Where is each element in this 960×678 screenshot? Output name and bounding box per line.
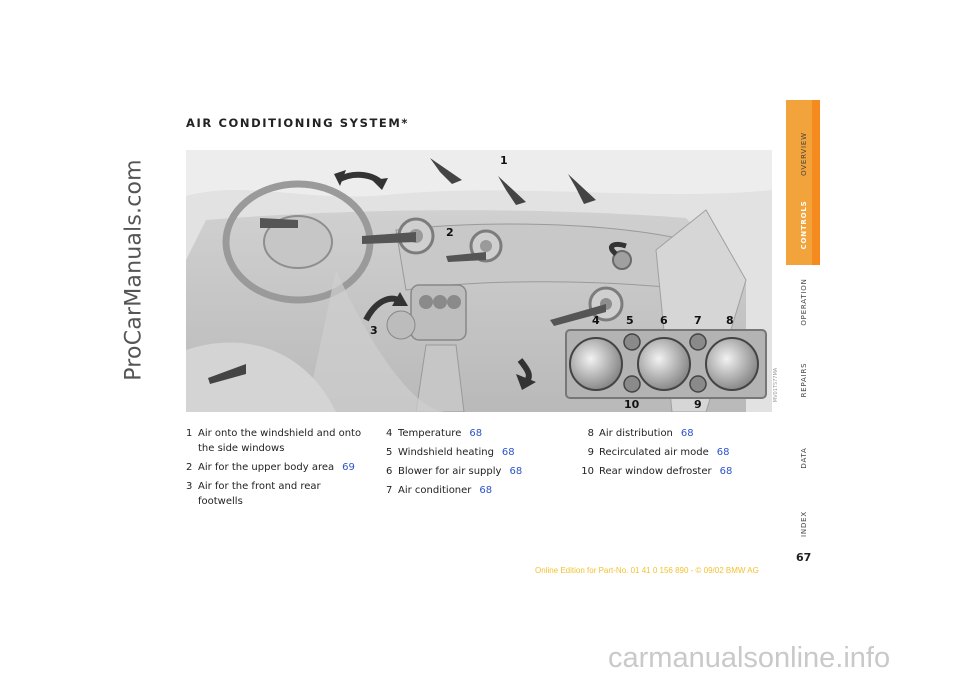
legend-text: Blower for air supply 68 [398, 464, 556, 479]
callout-4: 4 [592, 314, 600, 327]
callout-3: 3 [370, 324, 378, 337]
legend-label: Recirculated air mode [599, 447, 709, 458]
tab-label[interactable]: CONTROLS [800, 200, 808, 250]
legend-col-3: 8 Air distribution 68 9 Recirculated air mo… [576, 426, 766, 483]
legend-text: Air for the front and rear footwells [198, 479, 366, 509]
legend-text: Air for the upper body area 69 [198, 460, 366, 475]
legend-num: 10 [581, 466, 594, 477]
legend-label: Air onto the windshield and onto the sid… [198, 428, 362, 454]
legend-num: 4 [386, 428, 393, 439]
legend-label: Air for the upper body area [198, 462, 335, 473]
legend-text: Air distribution 68 [599, 426, 766, 441]
legend-num: 3 [186, 481, 193, 492]
page-link[interactable]: 68 [501, 447, 515, 458]
footer-edition: Online Edition for Part-No. 01 41 0 156 … [535, 566, 759, 575]
legend-item: 5 Windshield heating 68 [386, 445, 556, 460]
legend-text: Air conditioner 68 [398, 483, 556, 498]
left-watermark-text: ProCarManuals.com [121, 159, 147, 381]
dashboard-illustration: 1 2 3 4 5 6 7 8 9 10 [186, 150, 772, 412]
tab-label[interactable]: OPERATION [800, 278, 808, 326]
figure-code-text: MV01TS77MA [773, 367, 779, 403]
legend-label: Temperature [398, 428, 462, 439]
legend-item: 9 Recirculated air mode 68 [576, 445, 766, 460]
callout-8: 8 [726, 314, 734, 327]
legend-label: Blower for air supply [398, 466, 502, 477]
dashboard-drawing: 1 2 3 4 5 6 7 8 9 10 [186, 150, 772, 412]
legend-num: 7 [386, 485, 393, 496]
page-link[interactable]: 69 [342, 462, 355, 473]
legend-label: Air conditioner [398, 485, 472, 496]
legend-item: 4 Temperature 68 [386, 426, 556, 441]
legend-label: Windshield heating [398, 447, 494, 458]
callout-5: 5 [626, 314, 634, 327]
legend-item: 1 Air onto the windshield and onto the si… [186, 426, 366, 456]
legend-item: 3 Air for the front and rear footwells [186, 479, 366, 509]
legend-item: 6 Blower for air supply 68 [386, 464, 556, 479]
tab-label[interactable]: REPAIRS [800, 362, 808, 398]
callout-7: 7 [694, 314, 702, 327]
legend-num: 2 [186, 462, 193, 473]
legend-num: 1 [186, 428, 193, 439]
callout-2: 2 [446, 226, 454, 239]
legend-num: 5 [386, 447, 393, 458]
callout-6: 6 [660, 314, 668, 327]
tab-label[interactable]: DATA [800, 447, 808, 469]
legend-item: 8 Air distribution 68 [576, 426, 766, 441]
legend-num: 8 [587, 428, 594, 439]
page-link[interactable]: 68 [509, 466, 523, 477]
legend-item: 2 Air for the upper body area 69 [186, 460, 366, 475]
page-link[interactable]: 68 [716, 447, 730, 458]
section-title: AIR CONDITIONING SYSTEM* [186, 116, 410, 130]
page-link[interactable]: 68 [469, 428, 483, 439]
tab-label[interactable]: OVERVIEW [800, 132, 808, 176]
page-link[interactable]: 68 [680, 428, 694, 439]
callout-1: 1 [500, 154, 508, 167]
page-link[interactable]: 68 [479, 485, 493, 496]
legend-text: Air onto the windshield and onto the sid… [198, 426, 366, 456]
figure-code: MV01TS77MA [772, 355, 782, 410]
page-number: 67 [796, 551, 812, 564]
page-link[interactable]: 68 [719, 466, 733, 477]
legend-col-1: 1 Air onto the windshield and onto the si… [186, 426, 366, 513]
callout-10: 10 [624, 398, 640, 411]
legend-label: Air distribution [599, 428, 673, 439]
legend-text: Temperature 68 [398, 426, 556, 441]
legend-label: Air for the front and rear footwells [198, 481, 321, 507]
bottom-watermark: carmanualsonline.info [608, 642, 891, 674]
legend-num: 9 [587, 447, 594, 458]
tab-label[interactable]: INDEX [800, 511, 808, 537]
active-tab-bar [812, 100, 820, 265]
legend-item: 7 Air conditioner 68 [386, 483, 556, 498]
legend-num: 6 [386, 466, 393, 477]
legend-text: Windshield heating 68 [398, 445, 556, 460]
callout-9: 9 [694, 398, 702, 411]
legend-col-2: 4 Temperature 68 5 Windshield heating 68 6 Bl… [386, 426, 556, 502]
legend-label: Rear window defroster [599, 466, 712, 477]
legend-text: Rear window defroster 68 [599, 464, 766, 479]
legend-text: Recirculated air mode 68 [599, 445, 766, 460]
legend-item: 10 Rear window defroster 68 [576, 464, 766, 479]
